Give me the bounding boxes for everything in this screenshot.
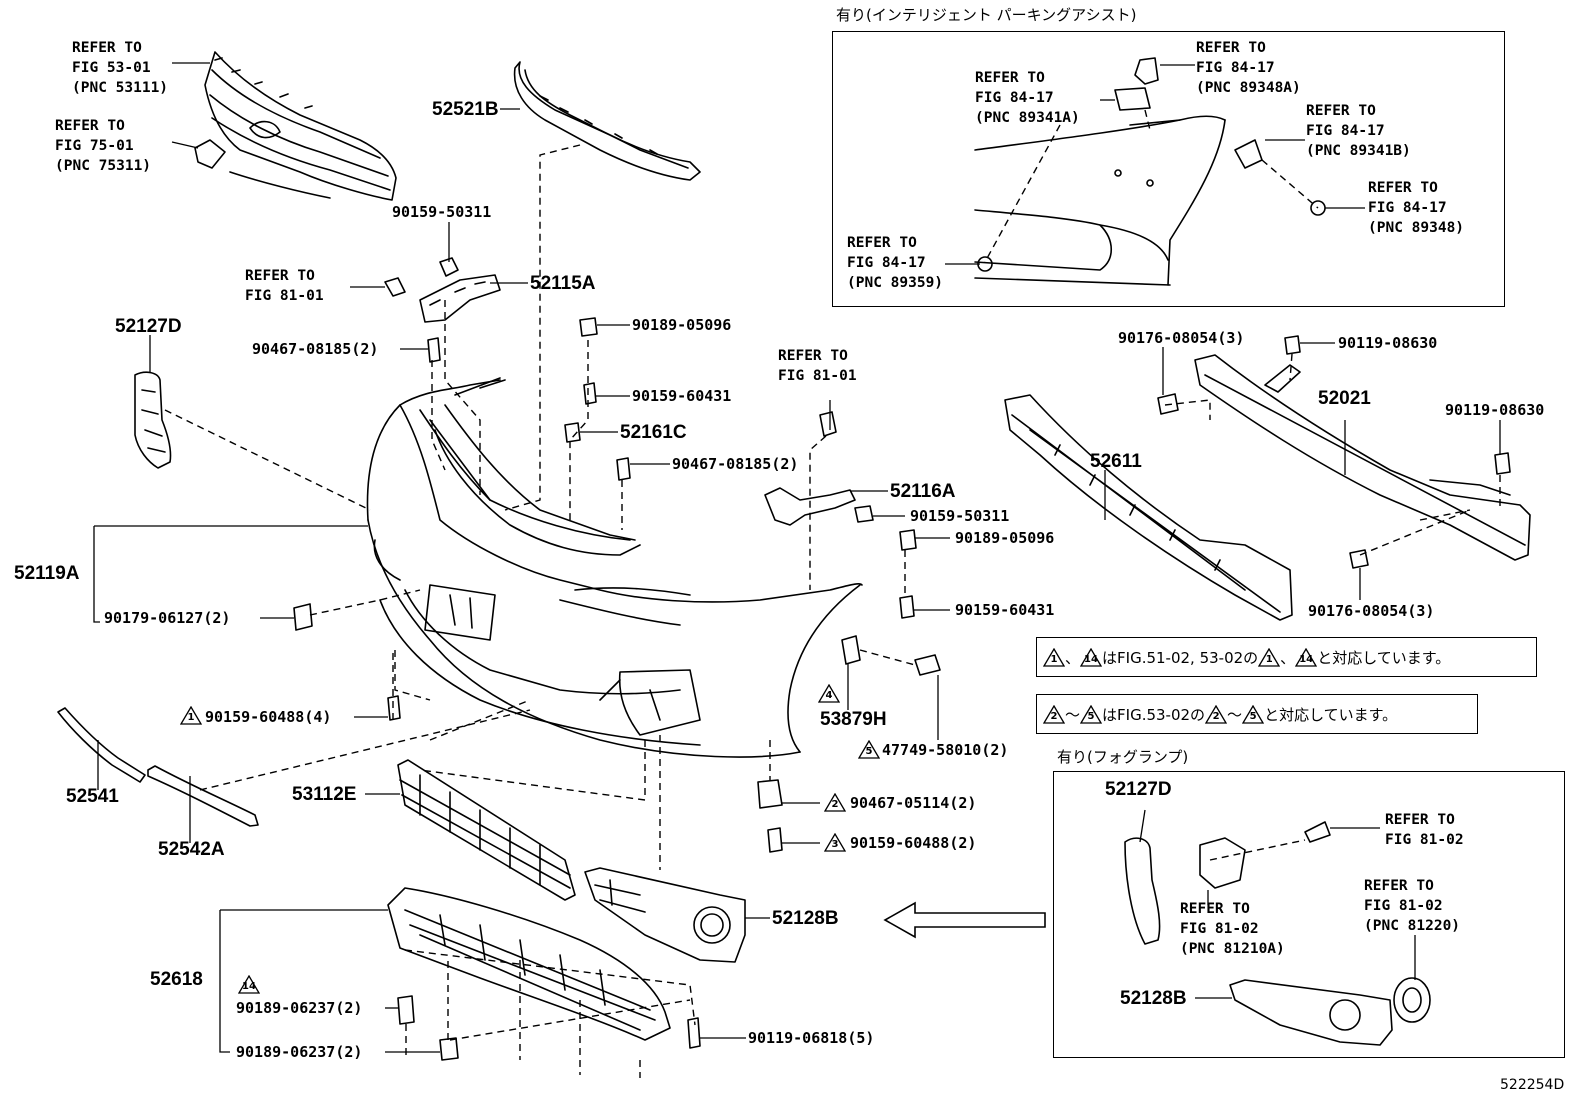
inset-parking-title: 有り(インテリジェント パーキングアシスト) [836,6,1137,24]
upper-molding-drawing [513,61,701,181]
fog-cover-drawing [584,867,746,963]
note2-marker-2: 2 [1043,704,1065,724]
part-52021[interactable]: 52021 [1318,388,1371,409]
note2-text-d: と対応しています。 [1264,705,1398,724]
part-90467-08185-a[interactable]: 90467-08185(2) [252,340,379,358]
part-90176-08054-a[interactable]: 90176-08054(3) [1118,329,1245,347]
part-90189-06237-b[interactable]: 90189-06237(2) [236,1043,363,1061]
part-90119-08630-b[interactable]: 90119-08630 [1445,401,1545,419]
part-90159-60488-2[interactable]: 90159-60488(2) [850,834,977,852]
radiator-grille-drawing [194,51,397,201]
lower-grille-drawing [397,759,576,901]
note2-sep-a: ～ [1065,705,1081,724]
part-52127d-fog[interactable]: 52127D [1105,779,1172,800]
part-90467-05114[interactable]: 90467-05114(2) [850,794,977,812]
part-90119-08630-a[interactable]: 90119-08630 [1338,334,1438,352]
note1-text-d: と対応しています。 [1317,648,1451,667]
part-47749-58010[interactable]: 47749-58010(2) [882,741,1009,759]
leader-lines [93,62,1501,1053]
note2-sep-c: ～ [1227,705,1243,724]
part-90176-08054-b[interactable]: 90176-08054(3) [1308,602,1435,620]
note2-marker-5b: 5 [1242,704,1265,724]
note2-marker-2b: 2 [1205,704,1228,724]
part-52521b[interactable]: 52521B [432,99,499,120]
part-52128b[interactable]: 52128B [772,908,839,929]
part-90179-06127[interactable]: 90179-06127(2) [104,609,231,627]
note-fig-53: 2 ～ 5 はFIG.53-02の 2 ～ 5 と対応しています。 [1036,694,1478,734]
ref-fig-84-89341a[interactable]: REFER TO FIG 84-17 (PNC 89341A) [975,70,1080,126]
part-53879h[interactable]: 53879H [820,709,887,730]
part-52161c[interactable]: 52161C [620,422,687,443]
ref-fig-84-89348[interactable]: REFER TO FIG 84-17 (PNC 89348) [1368,180,1465,236]
part-52127d[interactable]: 52127D [115,316,182,337]
part-52128b-fog[interactable]: 52128B [1120,988,1187,1009]
part-52541[interactable]: 52541 [66,786,119,807]
part-90189-06237-a[interactable]: 90189-06237(2) [236,999,363,1017]
inset-parking-box [832,31,1505,307]
ref-fig-81-02-a[interactable]: REFER TO FIG 81-02 [1385,812,1464,848]
note-fig-51-53: 1 、 14 はFIG.51-02, 53-02の 1 、 14 と対応していま… [1036,637,1537,677]
figure-code: 522254D [1500,1077,1565,1093]
bracket-52115a-drawing [419,274,501,323]
reinforcement-drawing [1194,354,1531,561]
bracket-52116a-drawing [764,487,856,526]
part-90159-60431-b[interactable]: 90159-60431 [955,601,1055,619]
part-53112e[interactable]: 53112E [292,784,357,805]
note1-sep-c: 、 [1280,648,1296,667]
inset-fog-box [1053,771,1565,1058]
fog-inset-drawing [1124,821,1431,1046]
note1-marker-14: 14 [1080,647,1103,667]
note1-sep-a: 、 [1065,648,1081,667]
ref-fig-84-89359[interactable]: REFER TO FIG 84-17 (PNC 89359) [847,235,944,291]
note1-marker-1b: 1 [1258,647,1281,667]
note1-marker-1: 1 [1043,647,1065,667]
marker-2-triangle: 2 [824,793,846,812]
marker-4-triangle: 4 [818,684,840,703]
part-90159-50311-b[interactable]: 90159-50311 [910,507,1010,525]
under-cover-drawing [387,887,671,1041]
marker-14-triangle: 14 [238,975,260,994]
ref-fig-53-01[interactable]: REFER TO FIG 53-01 (PNC 53111) [72,40,169,96]
part-90159-60488-4[interactable]: 90159-60488(4) [205,708,332,726]
lower-moldings-drawing [57,707,259,827]
marker-1-triangle: 1 [180,706,202,725]
part-52119a[interactable]: 52119A [14,563,80,584]
side-bracket-left-drawing [134,371,172,469]
note2-text-b: はFIG.53-02の [1102,705,1206,724]
marker-5-triangle: 5 [858,740,880,759]
part-52116a[interactable]: 52116A [890,481,956,502]
parking-inset-drawing [974,57,1326,286]
fasteners-drawing [293,257,1511,1061]
part-90159-50311-a[interactable]: 90159-50311 [392,203,492,221]
part-90189-05096-b[interactable]: 90189-05096 [955,529,1055,547]
ref-fig-84-89348a[interactable]: REFER TO FIG 84-17 (PNC 89348A) [1196,40,1301,96]
ref-fig-81-01-b[interactable]: REFER TO FIG 81-01 [778,348,857,384]
direction-arrow [883,901,1046,939]
ref-fig-81-02-c[interactable]: REFER TO FIG 81-02 (PNC 81210A) [1180,901,1285,957]
note1-marker-14b: 14 [1295,647,1318,667]
inset-fog-title: 有り(フォグランプ) [1057,748,1189,766]
marker-3-triangle: 3 [824,833,846,852]
note2-marker-5: 5 [1080,704,1103,724]
ref-fig-75-01[interactable]: REFER TO FIG 75-01 (PNC 75311) [55,118,152,174]
part-52542a[interactable]: 52542A [158,839,225,860]
ref-fig-84-89341b[interactable]: REFER TO FIG 84-17 (PNC 89341B) [1306,103,1411,159]
bumper-cover-drawing [366,377,863,758]
part-52618[interactable]: 52618 [150,969,203,990]
part-90119-06818[interactable]: 90119-06818(5) [748,1029,875,1047]
note1-text-b: はFIG.51-02, 53-02の [1102,648,1259,667]
part-90159-60431-a[interactable]: 90159-60431 [632,387,732,405]
part-52611[interactable]: 52611 [1090,451,1142,472]
absorber-drawing [1004,394,1293,621]
assembly-dashed-lines [164,109,1501,1078]
part-90189-05096-a[interactable]: 90189-05096 [632,316,732,334]
ref-fig-81-02-b[interactable]: REFER TO FIG 81-02 (PNC 81220) [1364,878,1461,934]
part-90467-08185-b[interactable]: 90467-08185(2) [672,455,799,473]
part-52115a[interactable]: 52115A [530,273,596,294]
ref-fig-81-01-a[interactable]: REFER TO FIG 81-01 [245,268,324,304]
